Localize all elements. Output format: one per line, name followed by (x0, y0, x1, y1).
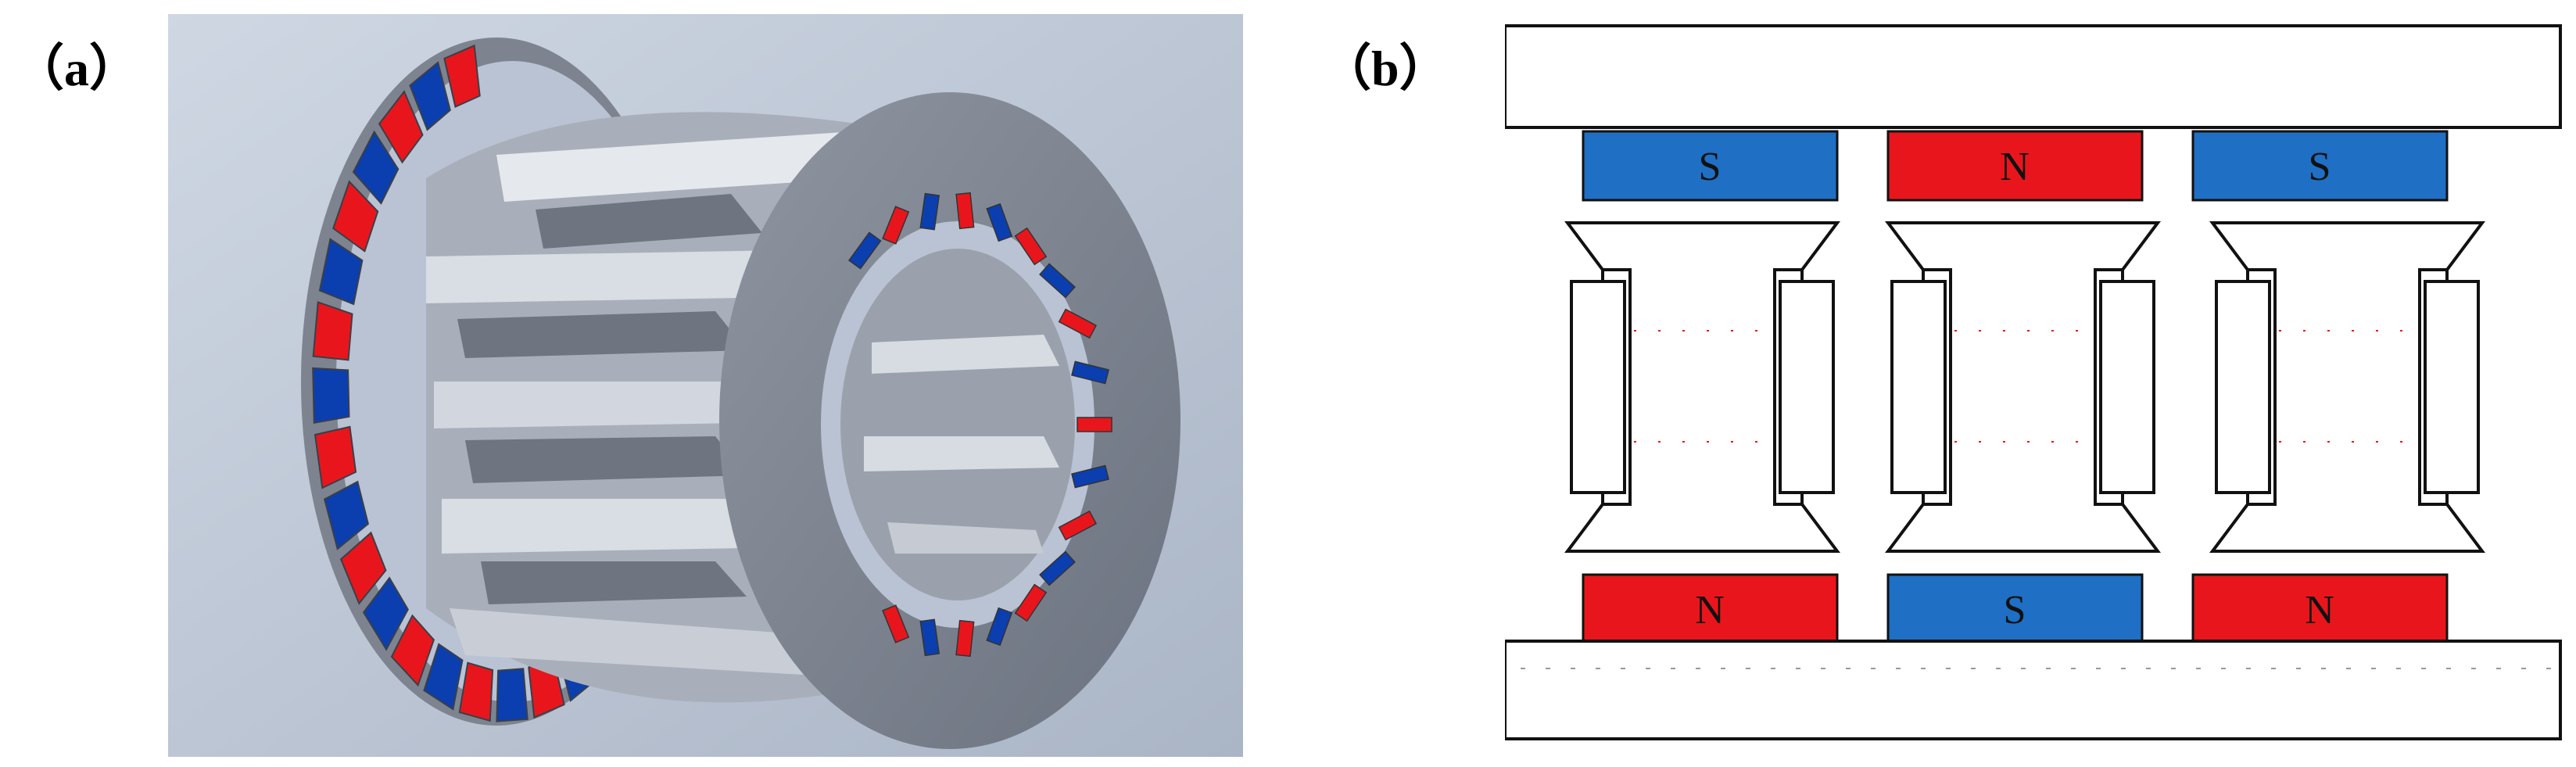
coil-right (2099, 280, 2155, 494)
magnet-segment (1058, 510, 1098, 541)
magnet-segment (919, 192, 940, 231)
cross-section-schematic: S N S N S N (1505, 24, 2562, 740)
magnet-segment (312, 367, 350, 425)
magnet-segment (1071, 360, 1109, 385)
magnet-segment (986, 203, 1013, 242)
magnet-segment (313, 425, 357, 489)
top-magnet-3-label: S (2309, 145, 2331, 189)
magnet-segment (955, 192, 975, 230)
magnet-segment (312, 301, 353, 361)
coil-left (2215, 280, 2271, 494)
bottom-magnet-3-label: N (2305, 588, 2334, 633)
bottom-magnet-2-label: S (2004, 588, 2026, 633)
stator-module-2 (1885, 221, 2161, 553)
outer-rotor-front (719, 92, 1181, 749)
magnet-segment (1071, 464, 1109, 489)
magnet-segment (443, 44, 481, 108)
magnet-segment (1058, 308, 1098, 339)
top-magnet-2 (1886, 130, 2144, 202)
magnet-segment (1014, 583, 1048, 622)
front-ring-magnets (847, 192, 1112, 658)
top-magnet-1-label: S (1699, 145, 1722, 189)
magnet-segment (423, 643, 464, 711)
magnet-segment (1014, 227, 1048, 266)
magnet-segment (318, 238, 364, 306)
magnet-segment (362, 576, 409, 651)
top-magnet-3 (2191, 130, 2449, 202)
magnet-segment (882, 604, 910, 643)
magnet-segment (332, 180, 379, 253)
top-magnet-1 (1582, 130, 1839, 202)
magnet-segment (352, 130, 399, 205)
bottom-back-iron (1505, 640, 2562, 740)
stator-modules (1564, 221, 2485, 553)
magnet-segment (378, 90, 424, 164)
coil-right (2424, 280, 2480, 494)
magnet-segment (882, 206, 910, 245)
panel-label-b: （b） (1321, 41, 1449, 96)
bottom-magnet-1 (1582, 573, 1839, 645)
magnet-segment (496, 668, 528, 722)
magnet-segment (390, 614, 435, 687)
magnet-segment (986, 607, 1013, 647)
magnet-segment (955, 619, 975, 658)
machine-3d-render (168, 14, 1243, 757)
stator-module-3 (2209, 221, 2485, 553)
magnet-segment (339, 531, 387, 605)
coil-left (1890, 280, 1947, 494)
stator-module-1 (1564, 221, 1840, 553)
magnet-segment (847, 231, 882, 270)
magnet-segment (1077, 417, 1112, 432)
magnet-segment (458, 661, 494, 722)
magnet-segment (323, 480, 370, 550)
back-ring-magnets (312, 44, 657, 722)
top-magnet-2-label: N (2000, 145, 2030, 189)
magnet-segment (409, 61, 451, 131)
coil-left (1570, 280, 1626, 494)
top-back-iron (1505, 24, 2562, 129)
magnet-segment (1039, 550, 1076, 586)
bottom-magnet-1-label: N (1695, 588, 1725, 633)
magnet-segment (919, 618, 940, 657)
coil-right (1779, 280, 1835, 494)
magnet-segment (1039, 263, 1076, 299)
bottom-magnet-3 (2191, 573, 2449, 645)
panel-label-a: （a） (14, 41, 139, 96)
